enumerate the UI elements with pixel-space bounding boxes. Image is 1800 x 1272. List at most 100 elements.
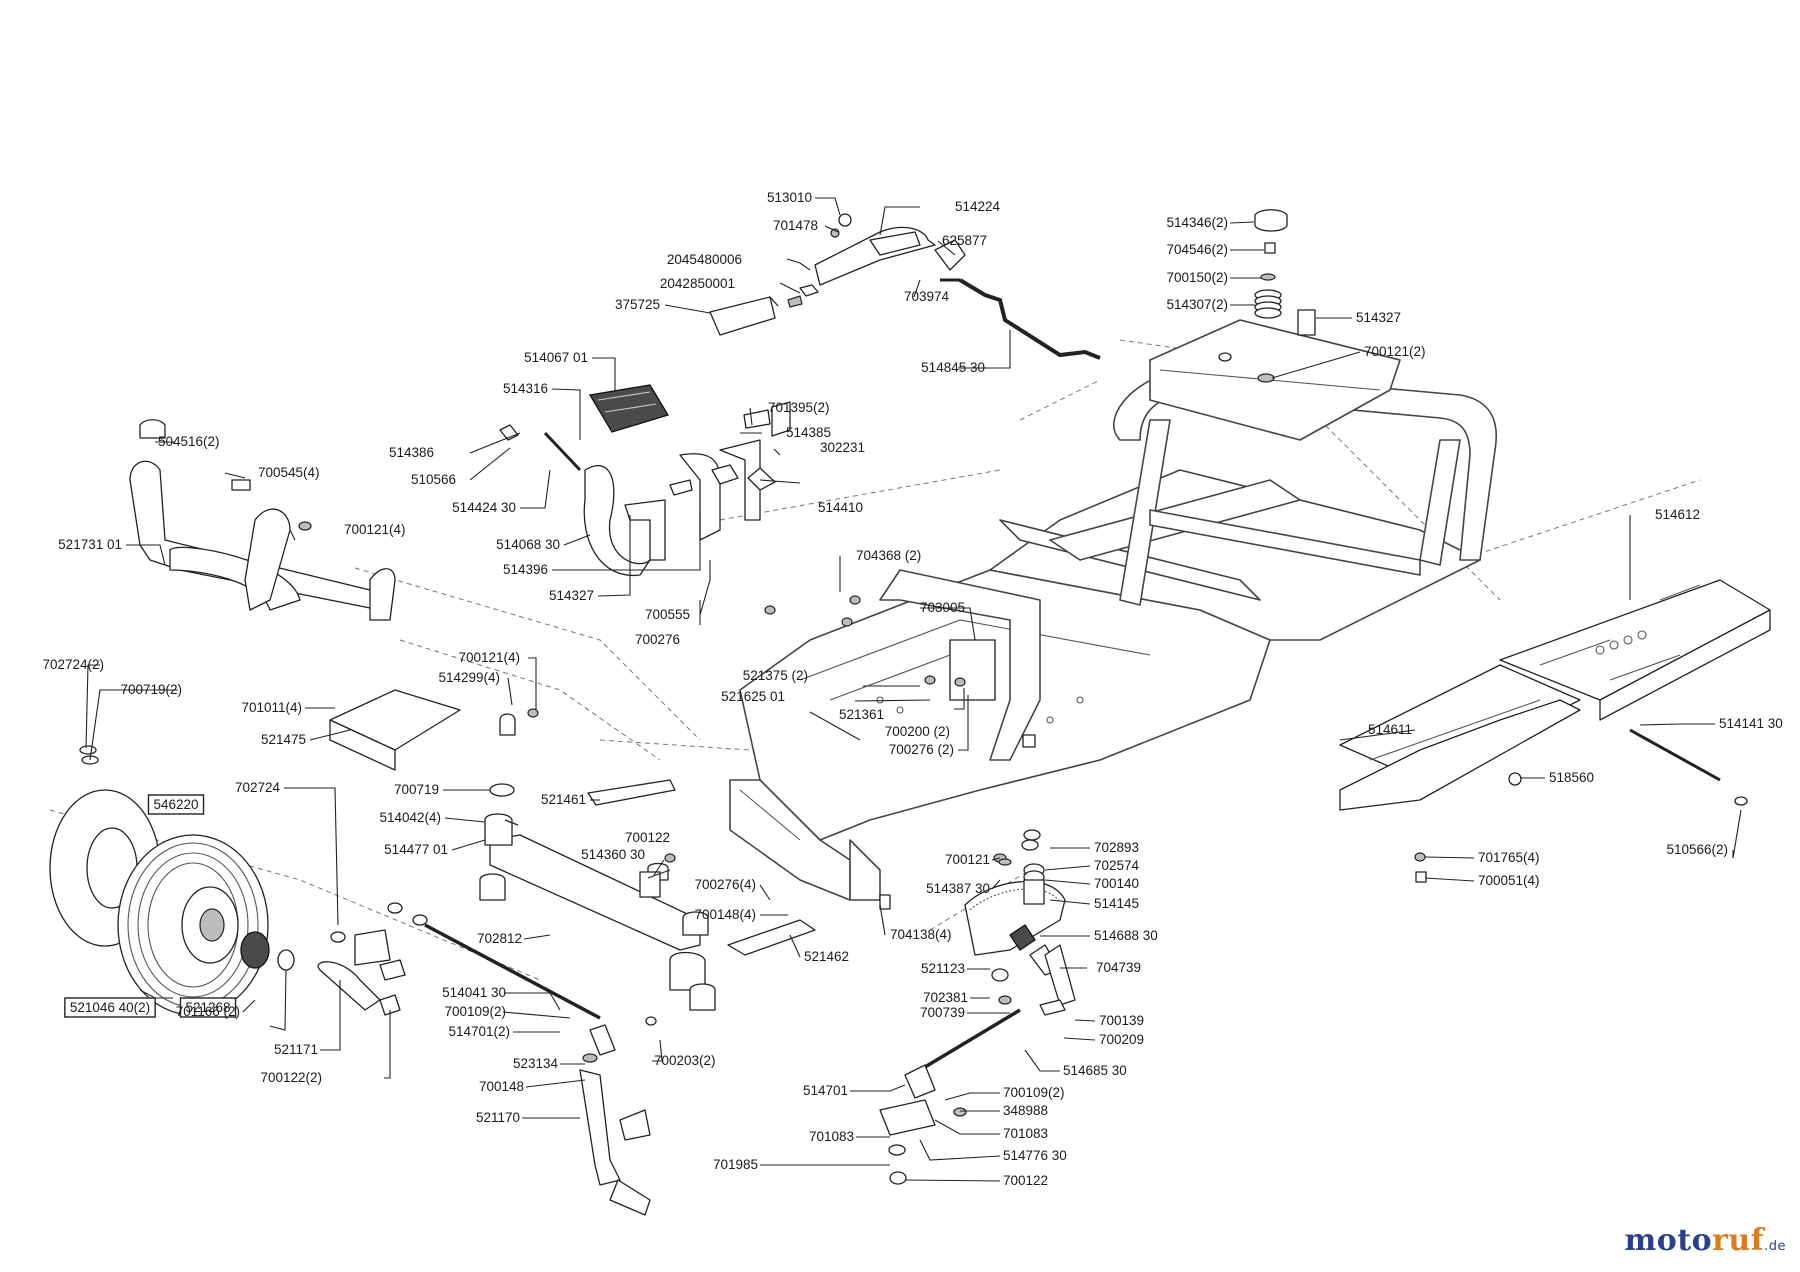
part-number-text: 546220 [153, 797, 198, 812]
part-label-700121-4a: 700121(4) [344, 522, 406, 537]
part-number-text: 521171 [274, 1042, 318, 1057]
part-label-700150: 700150(2) [1166, 270, 1228, 285]
part-number-text: 700122 [1003, 1173, 1048, 1188]
part-number-text: 521375 (2) [743, 668, 808, 683]
part-number-text: 625877 [942, 233, 987, 248]
part-number-text: 700203(2) [654, 1053, 716, 1068]
part-number-text: 514776 30 [1003, 1148, 1067, 1163]
part-number-text: 521268 [185, 1000, 230, 1015]
steering-linkage [317, 902, 657, 1216]
seat-spring-assembly [1254, 209, 1316, 383]
part-number-text: 700122 [625, 830, 670, 845]
part-number-text: 514701 [803, 1083, 848, 1098]
part-number-text: 702724(2) [42, 657, 104, 672]
part-label-521462: 521462 [804, 949, 849, 964]
part-number-text: 701166 (2) [176, 1004, 240, 1019]
part-label-514068-30: 514068 30 [496, 537, 560, 552]
part-label-514685-30: 514685 30 [1063, 1063, 1127, 1078]
part-label-625877: 625877 [942, 233, 987, 248]
part-label-700122-a: 700122 [625, 830, 670, 845]
part-label-700121-top: 700121(2) [1364, 344, 1426, 359]
part-label-521123: 521123 [921, 961, 965, 976]
part-number-text: 514224 [955, 199, 1001, 214]
part-number-text: 514307(2) [1166, 297, 1228, 312]
part-number-text: 700739 [920, 1005, 965, 1020]
part-label-514224: 514224 [955, 199, 1001, 214]
front-wheels [49, 789, 295, 1016]
lift-lever-assembly [709, 213, 1101, 360]
part-number-text: 702812 [477, 931, 522, 946]
part-label-703974: 703974 [904, 289, 950, 304]
part-label-700739: 700739 [920, 1005, 965, 1020]
part-number-text: 701395(2) [768, 400, 830, 415]
part-label-521731-01: 521731 01 [58, 537, 122, 552]
part-label-704739: 704739 [1096, 960, 1141, 975]
part-label-513010: 513010 [767, 190, 812, 205]
part-label-514145: 514145 [1094, 896, 1139, 911]
part-number-text: 514612 [1655, 507, 1700, 522]
part-number-text: 703005 [920, 600, 965, 615]
part-number-text: 700200 (2) [885, 724, 950, 739]
part-number-text: 514316 [503, 381, 548, 396]
part-number-text: 702381 [923, 990, 968, 1005]
part-number-text: 700545(4) [258, 465, 320, 480]
motoruf-logo: motoruf.de [1624, 1223, 1786, 1258]
part-label-701166: 701166 (2) [176, 1004, 240, 1019]
part-number-text: 510566 [411, 472, 456, 487]
footrest-panels [1339, 579, 1771, 883]
part-number-text: 702574 [1094, 858, 1140, 873]
part-label-514360-30: 514360 30 [581, 847, 645, 862]
part-label-514067-01: 514067 01 [524, 350, 588, 365]
part-label-700209: 700209 [1099, 1032, 1144, 1047]
part-number-text: 704368 (2) [856, 548, 921, 563]
part-label-375725: 375725 [615, 297, 660, 312]
part-number-text: 514477 01 [384, 842, 448, 857]
part-number-text: 701985 [713, 1157, 758, 1172]
part-label-510566: 510566 [411, 472, 456, 487]
part-label-514410: 514410 [818, 500, 863, 515]
part-number-text: 700140 [1094, 876, 1139, 891]
part-label-700276-2: 700276 (2) [889, 742, 954, 757]
part-label-2042850001: 2042850001 [660, 276, 735, 291]
part-label-514316: 514316 [503, 381, 548, 396]
part-label-704368: 704368 (2) [856, 548, 921, 563]
part-number-text: 514327 [549, 588, 594, 603]
part-label-700203: 700203(2) [654, 1053, 716, 1068]
part-label-514307: 514307(2) [1166, 297, 1228, 312]
part-number-text: 302231 [820, 440, 865, 455]
part-label-514776-30: 514776 30 [1003, 1148, 1067, 1163]
part-label-702893: 702893 [1094, 840, 1139, 855]
part-label-521625-01: 521625 01 [721, 689, 785, 704]
part-label-514386: 514386 [389, 445, 434, 460]
part-label-700109-2a: 700109(2) [444, 1004, 506, 1019]
part-label-701083-a: 701083 [809, 1129, 854, 1144]
part-label-514041-30: 514041 30 [442, 985, 506, 1000]
part-label-703005: 703005 [920, 600, 965, 615]
part-number-text: 518560 [1549, 770, 1594, 785]
part-label-700545: 700545(4) [258, 465, 320, 480]
part-label-514387-30: 514387 30 [926, 881, 990, 896]
part-label-521170: 521170 [476, 1110, 520, 1125]
part-number-text: 2042850001 [660, 276, 735, 291]
label-box [147, 794, 205, 815]
misc-small-parts [79, 352, 1232, 1016]
part-number-text: 514387 30 [926, 881, 990, 896]
part-label-700051: 700051(4) [1478, 873, 1540, 888]
part-number-text: 514346(2) [1166, 215, 1228, 230]
part-number-text: 700122(2) [260, 1070, 322, 1085]
part-number-text: 514424 30 [452, 500, 516, 515]
part-label-700109-2b: 700109(2) [1003, 1085, 1065, 1100]
part-number-text: 514141 30 [1719, 716, 1783, 731]
part-label-701765: 701765(4) [1478, 850, 1540, 865]
part-label-700719: 700719 [394, 782, 439, 797]
part-label-700276: 700276 [635, 632, 680, 647]
part-label-514701-2: 514701(2) [448, 1024, 510, 1039]
part-number-text: 521625 01 [721, 689, 785, 704]
part-number-text: 514145 [1094, 896, 1139, 911]
part-label-348988: 348988 [1003, 1103, 1048, 1118]
part-label-700121-b: 700121 [945, 852, 990, 867]
part-label-514611: 514611 [1368, 722, 1412, 737]
part-number-text: 700121(4) [458, 650, 520, 665]
part-label-521461: 521461 [541, 792, 586, 807]
part-number-text: 514385 [786, 425, 831, 440]
